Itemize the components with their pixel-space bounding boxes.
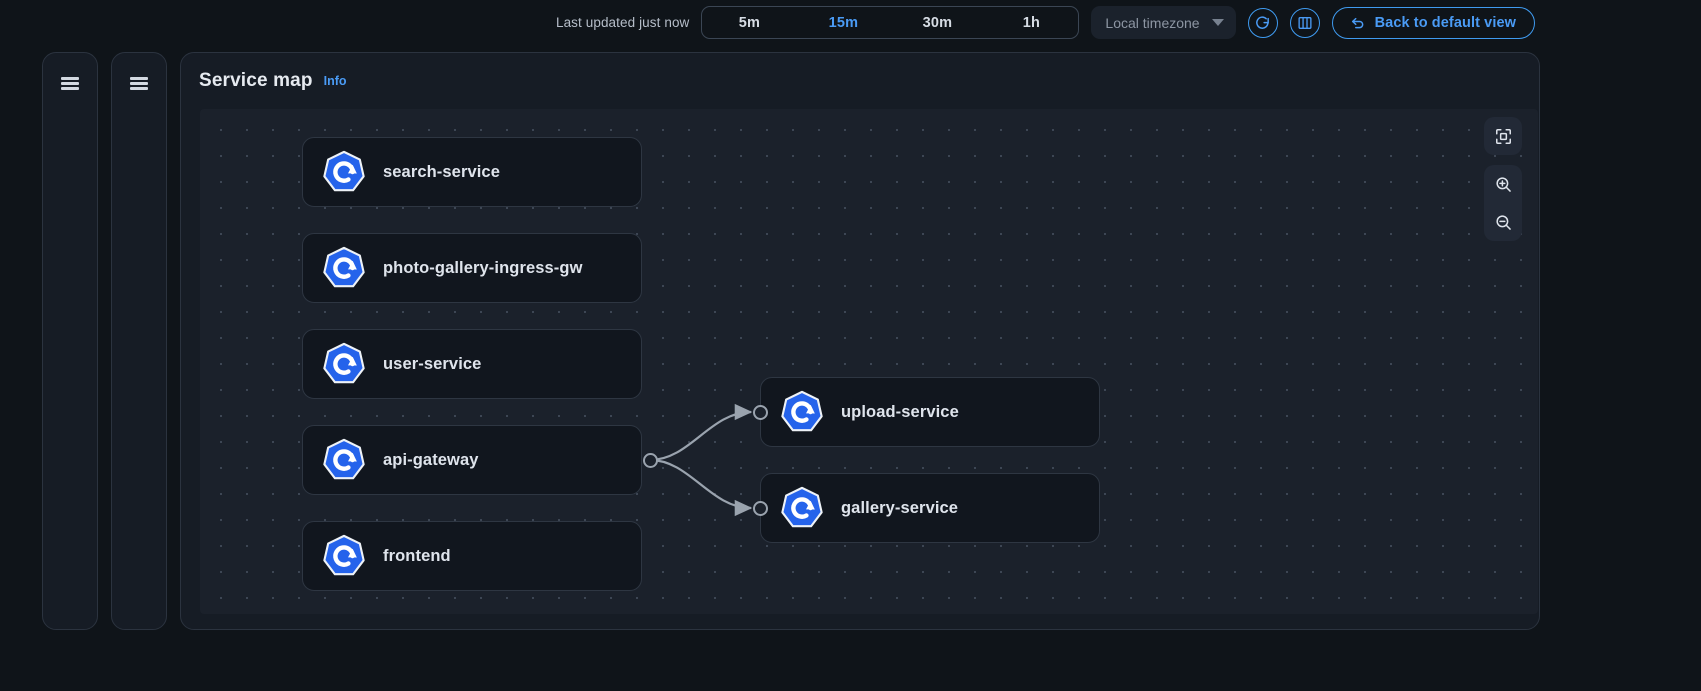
left-panel-primary[interactable]: [42, 52, 98, 630]
service-node-api-gateway[interactable]: api-gateway: [302, 425, 642, 495]
fit-to-view-group: [1484, 117, 1522, 155]
zoom-out-icon: [1495, 214, 1511, 230]
edge-api-gateway-to-gallery-service: [649, 458, 753, 517]
time-range-5m[interactable]: 5m: [738, 14, 761, 31]
kubernetes-service-icon: [323, 342, 365, 384]
service-node-gallery-service[interactable]: gallery-service: [760, 473, 1100, 543]
service-map-canvas[interactable]: search-service photo-gallery-ingress-gw …: [200, 109, 1538, 614]
canvas-controls: [1484, 117, 1522, 241]
timezone-dropdown[interactable]: Local timezone: [1091, 6, 1236, 39]
service-node-label: search-service: [383, 162, 500, 181]
time-range-selector[interactable]: 5m 15m 30m 1h: [701, 6, 1080, 39]
service-node-label: gallery-service: [841, 498, 959, 517]
refresh-button[interactable]: [1247, 7, 1278, 38]
timezone-label: Local timezone: [1105, 14, 1200, 31]
kubernetes-service-icon: [323, 246, 365, 288]
info-link[interactable]: Info: [323, 74, 347, 88]
back-to-default-view-label: Back to default view: [1374, 14, 1516, 31]
edge-api-gateway-to-upload-service: [649, 403, 753, 462]
toolbar: Last updated just now 5m 15m 30m 1h Loca…: [0, 0, 1701, 45]
zoom-in-button[interactable]: [1484, 165, 1522, 203]
settings-button[interactable]: [1289, 7, 1320, 38]
kubernetes-service-icon: [781, 486, 823, 528]
service-node-upload-service[interactable]: upload-service: [760, 377, 1100, 447]
service-node-label: photo-gallery-ingress-gw: [383, 258, 583, 277]
service-node-search-service[interactable]: search-service: [302, 137, 642, 207]
time-range-1h[interactable]: 1h: [1022, 14, 1041, 31]
hamburger-icon[interactable]: [61, 77, 79, 90]
zoom-buttons-group: [1484, 165, 1522, 241]
fit-to-view-button[interactable]: [1484, 117, 1522, 155]
time-range-30m[interactable]: 30m: [922, 14, 953, 31]
service-map-card: Service map Info search-service photo-ga…: [180, 52, 1540, 630]
left-panel-secondary[interactable]: [111, 52, 167, 630]
hamburger-icon[interactable]: [130, 77, 148, 90]
kubernetes-service-icon: [323, 438, 365, 480]
gallery-service-target-handle[interactable]: [753, 501, 768, 516]
api-gateway-source-handle[interactable]: [643, 453, 658, 468]
service-node-user-service[interactable]: user-service: [302, 329, 642, 399]
fit-screen-icon: [1495, 128, 1511, 144]
time-range-15m[interactable]: 15m: [828, 14, 859, 31]
kubernetes-service-icon: [781, 390, 823, 432]
refresh-icon: [1256, 16, 1270, 29]
service-node-label: api-gateway: [383, 450, 479, 469]
service-node-photo-gallery-ingress-gw[interactable]: photo-gallery-ingress-gw: [302, 233, 642, 303]
service-node-label: upload-service: [841, 402, 959, 421]
chevron-down-icon: [1211, 19, 1224, 26]
upload-service-target-handle[interactable]: [753, 405, 768, 420]
card-header: Service map Info: [181, 53, 347, 109]
zoom-in-icon: [1495, 176, 1511, 192]
kubernetes-service-icon: [323, 534, 365, 576]
back-to-default-view-button[interactable]: Back to default view: [1331, 6, 1535, 39]
kubernetes-service-icon: [323, 150, 365, 192]
service-node-label: frontend: [383, 546, 451, 565]
zoom-out-button[interactable]: [1484, 203, 1522, 241]
undo-arrow-icon: [1351, 17, 1363, 29]
page-title: Service map: [199, 70, 313, 91]
columns-icon: [1298, 16, 1312, 29]
service-node-label: user-service: [383, 354, 482, 373]
last-updated-text: Last updated just now: [555, 15, 690, 30]
service-node-frontend[interactable]: frontend: [302, 521, 642, 591]
